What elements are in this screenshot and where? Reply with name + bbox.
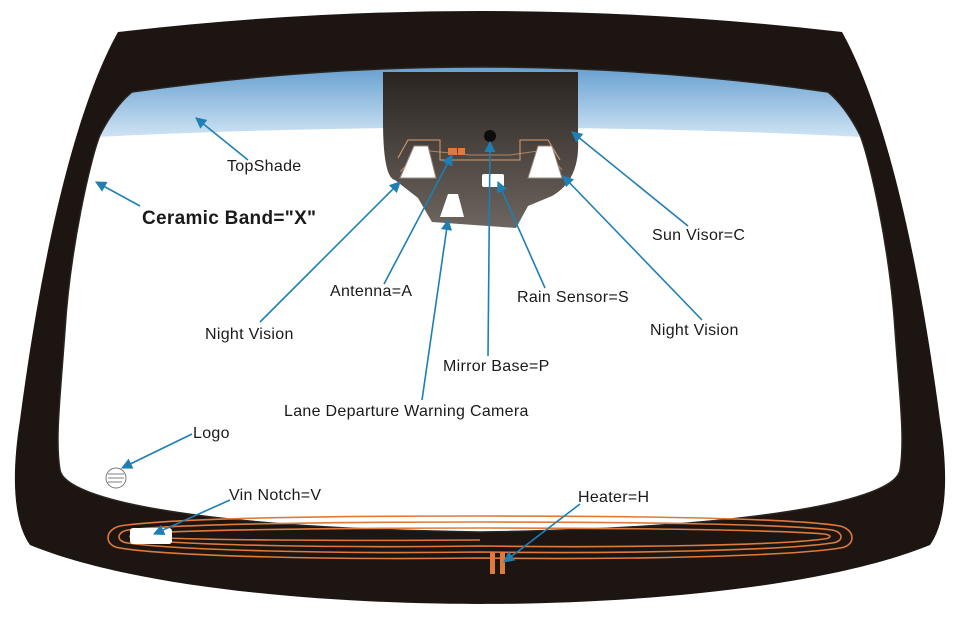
label-night-vision-left: Night Vision bbox=[205, 326, 294, 343]
label-top-shade: TopShade bbox=[227, 158, 302, 175]
label-logo: Logo bbox=[193, 425, 230, 442]
label-heater: Heater=H bbox=[578, 489, 650, 506]
night-vision-left-mount bbox=[399, 145, 437, 179]
rain-sensor bbox=[482, 174, 504, 187]
label-vin-notch: Vin Notch=V bbox=[229, 487, 322, 504]
arrow-lane-camera bbox=[421, 218, 453, 401]
arrow-top-shade bbox=[195, 117, 249, 161]
label-night-vision-right: Night Vision bbox=[650, 322, 739, 339]
heater-terminal-right bbox=[500, 552, 505, 574]
arrow-antenna bbox=[383, 154, 453, 285]
arrow-sun-visor bbox=[571, 131, 689, 227]
night-vision-right-mount bbox=[527, 145, 563, 179]
vin-notch bbox=[130, 528, 172, 544]
lane-camera-window bbox=[440, 194, 464, 217]
arrow-mirror-base bbox=[484, 140, 496, 357]
label-sun-visor: Sun Visor=C bbox=[652, 227, 746, 244]
label-ceramic-band: Ceramic Band="X" bbox=[142, 208, 317, 229]
label-antenna: Antenna=A bbox=[330, 283, 413, 300]
logo-mark bbox=[105, 467, 127, 489]
label-rain-sensor: Rain Sensor=S bbox=[517, 289, 629, 306]
arrow-heater bbox=[503, 503, 581, 563]
mirror-button bbox=[484, 130, 496, 142]
heater-terminal-left bbox=[490, 552, 495, 574]
mirror-bracket-area bbox=[383, 72, 579, 228]
arrow-vin-notch bbox=[152, 499, 231, 535]
label-lane-camera: Lane Departure Warning Camera bbox=[284, 403, 529, 420]
arrow-ceramic-band bbox=[95, 181, 141, 207]
arrow-night-vision-right bbox=[562, 175, 703, 321]
arrow-logo bbox=[120, 433, 193, 469]
arrow-rain-sensor bbox=[496, 180, 546, 289]
arrow-night-vision-left bbox=[259, 181, 401, 323]
antenna-connector bbox=[448, 148, 457, 155]
label-mirror-base: Mirror Base=P bbox=[443, 358, 550, 375]
